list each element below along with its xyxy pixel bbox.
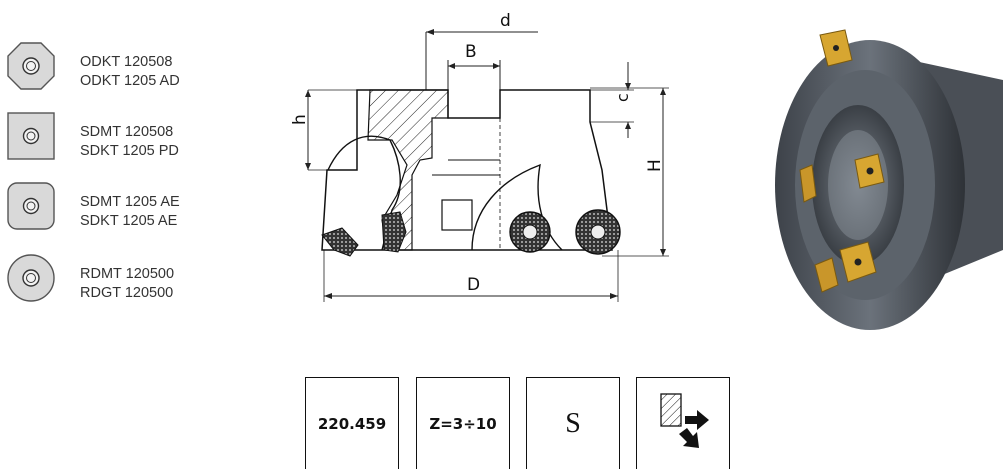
- insert-code: ODKT 1205 AD: [80, 73, 180, 89]
- dimension-B: B: [447, 42, 501, 90]
- rounded-square-insert-icon: [7, 182, 55, 230]
- tool-body-outline: [321, 89, 621, 257]
- material-group: S: [565, 407, 581, 439]
- dim-label-H: H: [645, 159, 665, 172]
- insert-code: RDMT 120500: [80, 266, 175, 282]
- teeth-count: Z=3÷10: [429, 414, 497, 433]
- insert-code: SDKT 1205 AE: [80, 213, 178, 229]
- material-group-box: S: [526, 377, 620, 469]
- face-mill-product-photo: [775, 29, 1003, 330]
- dim-label-h: h: [290, 114, 310, 125]
- insert-labels: SDMT 1205 AE SDKT 1205 AE: [80, 193, 180, 231]
- insert-code: SDMT 120508: [80, 124, 174, 140]
- catalog-code-box: 220.459: [305, 377, 399, 469]
- insert-code: RDGT 120500: [80, 285, 174, 301]
- dim-label-d: d: [500, 11, 511, 31]
- insert-row-rounded-square: SDMT 1205 AE SDKT 1205 AE: [5, 180, 245, 236]
- feed-direction-icon: [660, 392, 709, 448]
- dim-label-D: D: [467, 275, 480, 295]
- insert-code: SDMT 1205 AE: [80, 194, 180, 210]
- insert-row-octagon: ODKT 120508 ODKT 1205 AD: [5, 40, 245, 96]
- dim-label-B: B: [465, 42, 477, 62]
- dimension-H: H: [590, 87, 669, 257]
- teeth-count-box: Z=3÷10: [416, 377, 510, 469]
- insert-code: ODKT 120508: [80, 54, 173, 70]
- dimension-c: c: [590, 62, 634, 138]
- insert-row-round: RDMT 120500 RDGT 120500: [5, 252, 245, 308]
- dim-label-c: c: [613, 93, 632, 102]
- insert-labels: SDMT 120508 SDKT 1205 PD: [80, 123, 179, 161]
- face-mill-technical-drawing: d B h c H: [290, 11, 669, 302]
- dimension-d: d: [425, 11, 538, 92]
- dimension-D: D: [323, 250, 619, 302]
- insert-labels: ODKT 120508 ODKT 1205 AD: [80, 53, 180, 91]
- insert-code: SDKT 1205 PD: [80, 143, 179, 159]
- insert-row-square: SDMT 120508 SDKT 1205 PD: [5, 110, 245, 166]
- square-insert-icon: [7, 112, 55, 160]
- machining-direction-box: [636, 377, 730, 469]
- catalog-code: 220.459: [317, 414, 387, 433]
- round-insert-icon: [7, 254, 55, 302]
- insert-labels: RDMT 120500 RDGT 120500: [80, 265, 174, 303]
- spec-boxes: 220.459 Z=3÷10 S: [305, 377, 730, 469]
- dimension-h: h: [290, 89, 357, 171]
- octagon-insert-icon: [7, 42, 55, 90]
